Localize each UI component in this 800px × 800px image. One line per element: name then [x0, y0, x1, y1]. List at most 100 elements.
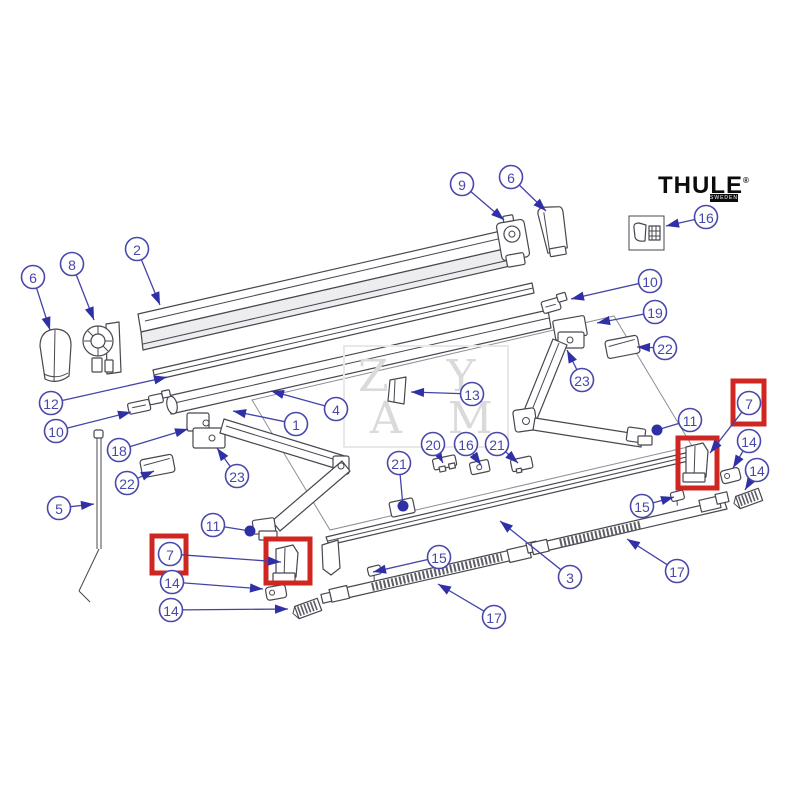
leader-line: [181, 554, 282, 563]
foot-part-left: [272, 544, 299, 583]
leader-arrowhead: [267, 556, 281, 566]
callout-21: 21: [386, 450, 412, 512]
callout-circle: [124, 236, 150, 262]
callout-5: 5: [46, 495, 95, 521]
callout-number: 9: [458, 177, 466, 193]
callout-circle: [20, 264, 46, 290]
callout-circle: [38, 390, 64, 416]
callout-number: 22: [657, 341, 673, 357]
leader-arrowhead: [710, 439, 722, 453]
callout-circle: [637, 268, 663, 294]
callout-number: 14: [164, 575, 180, 591]
callout-circle: [106, 437, 132, 463]
leader-arrowhead: [249, 583, 263, 593]
callout-circle: [664, 558, 690, 584]
callout-number: 14: [749, 463, 765, 479]
callout-number: 12: [43, 396, 59, 412]
callout-22: 22: [636, 335, 678, 361]
leader-arrowhead: [637, 342, 651, 353]
leader-dot: [244, 525, 256, 537]
connector-part-right: [540, 291, 568, 314]
leader-dot: [397, 500, 409, 512]
leader-line: [499, 520, 562, 571]
callout-14: 14: [158, 597, 289, 623]
leader-arrowhead: [627, 539, 641, 550]
callout-14: 14: [744, 457, 770, 491]
callout-20: 20: [420, 431, 446, 464]
leader-arrowhead: [150, 291, 160, 305]
leader-arrowhead: [373, 564, 387, 574]
callout-circle: [569, 367, 595, 393]
callout-number: 14: [741, 434, 757, 450]
registered-mark: ®: [743, 176, 749, 185]
callout-number: 1: [292, 417, 300, 433]
callout-15: 15: [629, 493, 675, 519]
callout-number: 21: [489, 437, 505, 453]
callout-circle: [744, 457, 770, 483]
leader-arrowhead: [733, 454, 744, 468]
callout-number: 14: [163, 603, 179, 619]
callout-3: 3: [499, 520, 583, 590]
leader-arrowhead: [84, 306, 94, 320]
callout-19: 19: [596, 299, 668, 326]
callout-circle: [200, 512, 226, 538]
highlight-box: [730, 378, 767, 427]
callout-4: 4: [270, 390, 349, 422]
support-rod-right: [530, 491, 730, 556]
callout-18: 18: [106, 428, 189, 463]
right-arm: [512, 338, 653, 448]
motor-part-left: [127, 389, 172, 415]
leader-arrowhead: [41, 316, 51, 330]
leader-arrowhead: [217, 448, 229, 462]
leader-arrowhead: [117, 410, 131, 420]
callout-12: 12: [38, 375, 168, 416]
callout-circle: [449, 171, 475, 197]
callout-10: 10: [43, 410, 132, 444]
leader-arrowhead: [533, 198, 546, 211]
callout-circle: [426, 544, 452, 570]
callout-number: 23: [229, 469, 245, 485]
leader-arrowhead: [411, 387, 425, 398]
callout-circle: [677, 407, 703, 433]
callout-number: 15: [634, 499, 650, 515]
callout-number: 17: [669, 564, 685, 580]
leader-arrowhead: [505, 450, 518, 463]
callout-number: 6: [507, 170, 515, 186]
callout-circle: [386, 450, 412, 476]
callout-number: 8: [68, 257, 76, 273]
leader-arrowhead: [80, 500, 94, 511]
callout-circle: [693, 204, 719, 230]
clip-part-14-right: [719, 467, 742, 485]
callout-14: 14: [159, 569, 264, 595]
callout-number: 16: [458, 437, 474, 453]
support-rod-left: [320, 540, 539, 604]
callout-8: 8: [59, 251, 95, 321]
callout-6: 6: [20, 264, 51, 331]
left-arm-shoulder-bracket: [186, 412, 226, 449]
callout-9: 9: [449, 171, 505, 221]
callout-21: 21: [484, 431, 519, 464]
callout-number: 17: [486, 610, 502, 626]
callout-circle: [114, 470, 140, 496]
callout-16: 16: [453, 431, 482, 466]
callout-circle: [736, 390, 762, 416]
callout-11: 11: [200, 512, 256, 538]
brand-sub-text: SWEDEN: [710, 194, 738, 202]
callout-number: 15: [431, 550, 447, 566]
brand-text: THULE: [658, 172, 743, 199]
callout-circle: [629, 493, 655, 519]
callout-circle: [453, 431, 479, 457]
leader-arrowhead: [567, 350, 577, 364]
callout-7: 7: [157, 541, 282, 567]
callout-number: 7: [166, 547, 174, 563]
callout-circle: [652, 335, 678, 361]
callout-circle: [159, 569, 185, 595]
arm-bracket-cover-right: [604, 334, 641, 359]
leader-arrowhead: [660, 496, 674, 505]
leader-arrowhead: [491, 208, 504, 220]
callout-number: 2: [133, 242, 141, 258]
leader-arrowhead: [174, 428, 188, 438]
callout-number: 4: [332, 402, 340, 418]
callout-15: 15: [372, 544, 452, 574]
callout-22: 22: [114, 470, 155, 496]
